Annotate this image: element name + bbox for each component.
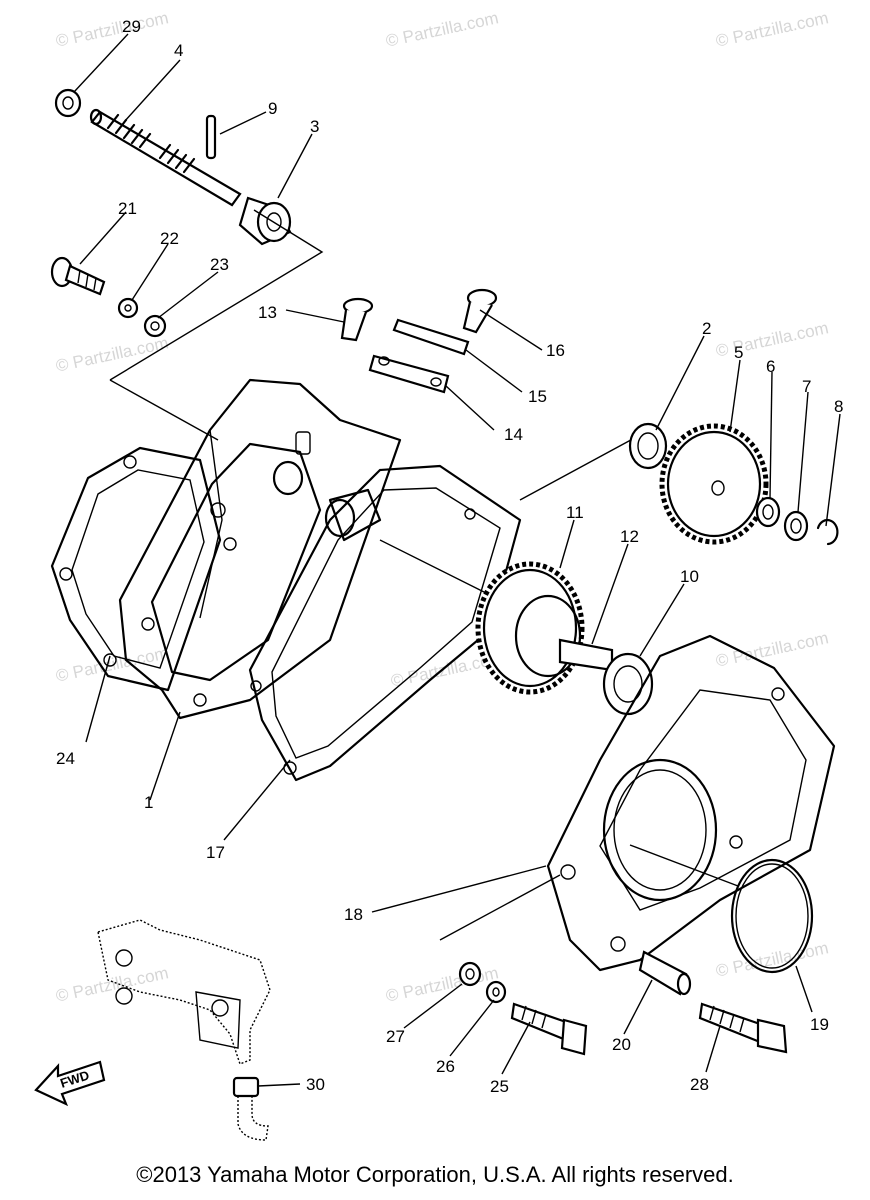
callout-28: 28 (690, 1075, 709, 1094)
part-19-o-ring (730, 858, 814, 974)
callout-25: 25 (490, 1077, 509, 1096)
callout-26: 26 (436, 1057, 455, 1076)
part-13-screw (340, 297, 374, 342)
callout-3: 3 (310, 117, 319, 136)
callout-9: 9 (268, 99, 277, 118)
callout-24: 24 (56, 749, 75, 768)
part-25-bolt (510, 1002, 588, 1056)
inset-elbow (97, 919, 271, 1065)
part-27-washer (458, 961, 482, 987)
callout-13: 13 (258, 303, 277, 322)
callout-29: 29 (122, 17, 141, 36)
callout-16: 16 (546, 341, 565, 360)
part-30-fitting (232, 1076, 269, 1141)
callout-1: 1 (144, 793, 153, 812)
callout-14: 14 (504, 425, 523, 444)
part-26-washer (485, 980, 507, 1004)
callout-5: 5 (734, 343, 743, 362)
callouts: 29 4 9 3 21 22 23 13 16 15 14 2 5 6 7 8 … (56, 17, 843, 1096)
callout-20: 20 (612, 1035, 631, 1054)
part-3-collar (238, 196, 292, 246)
fwd-arrow-icon: FWD (34, 1060, 106, 1107)
callout-30: 30 (306, 1075, 325, 1094)
part-4-shaft (89, 108, 242, 207)
part-20-dowel (638, 950, 692, 996)
part-28-bolt (698, 1002, 788, 1054)
callout-21: 21 (118, 199, 137, 218)
part-2-bearing (628, 422, 668, 470)
part-10-bearing (602, 652, 654, 716)
part-24-gasket (50, 446, 222, 692)
part-11-gear (475, 561, 585, 695)
callout-17: 17 (206, 843, 225, 862)
part-22-washer (117, 297, 139, 319)
part-5-gear (659, 423, 769, 545)
callout-10: 10 (680, 567, 699, 586)
part-18-cover (546, 634, 836, 972)
callout-18: 18 (344, 905, 363, 924)
part-9-pin (205, 114, 217, 160)
part-8-circlip (816, 518, 839, 546)
part-16-screw (462, 288, 498, 334)
part-21-bolt (50, 256, 106, 296)
callout-22: 22 (160, 229, 179, 248)
part-29-washer (54, 88, 82, 118)
part-6-washer (755, 496, 781, 528)
part-15-plate (392, 318, 470, 356)
callout-2: 2 (702, 319, 711, 338)
callout-23: 23 (210, 255, 229, 274)
callout-27: 27 (386, 1027, 405, 1046)
callout-11: 11 (566, 503, 584, 522)
copyright-notice: ©2013 Yamaha Motor Corporation, U.S.A. A… (136, 1162, 734, 1187)
callout-7: 7 (802, 377, 811, 396)
callout-8: 8 (834, 397, 843, 416)
leader-lines (73, 33, 841, 1087)
callout-15: 15 (528, 387, 547, 406)
callout-12: 12 (620, 527, 639, 546)
part-14-gasket (368, 354, 450, 394)
part-23-washer (143, 314, 167, 338)
callout-6: 6 (766, 357, 775, 376)
callout-19: 19 (810, 1015, 829, 1034)
part-7-washer (783, 510, 809, 542)
callout-4: 4 (174, 41, 183, 60)
part-1-housing (118, 378, 402, 720)
